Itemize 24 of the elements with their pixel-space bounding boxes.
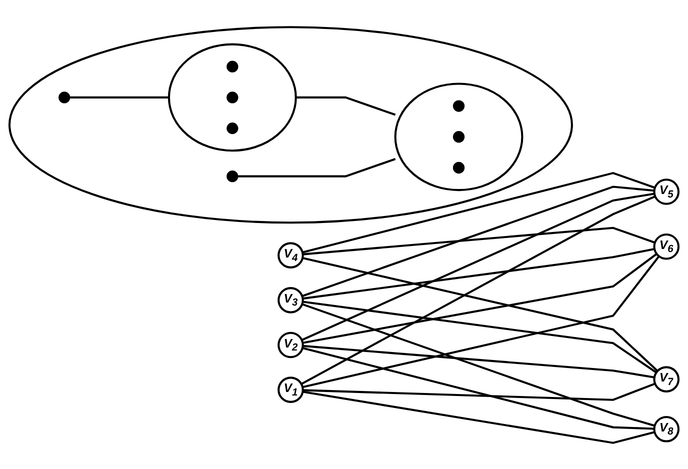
vertex-label: V$_{3}$ bbox=[284, 290, 298, 310]
edge-line bbox=[70, 96, 169, 98]
edge-line bbox=[302, 226, 656, 255]
edge-line bbox=[302, 344, 655, 378]
vertex-label: V$_{7}$ bbox=[659, 369, 674, 390]
vertex-label: V$_{5}$ bbox=[659, 182, 674, 202]
edge-line bbox=[302, 252, 658, 344]
edge-line bbox=[301, 192, 655, 340]
edge-line bbox=[302, 185, 654, 297]
edge-line bbox=[302, 302, 656, 426]
edge-line bbox=[302, 300, 657, 373]
vertex-label: V$_{8}$ bbox=[659, 419, 674, 439]
edge-line bbox=[296, 96, 396, 116]
vertex-label: V$_{6}$ bbox=[659, 236, 674, 256]
edge-line bbox=[302, 390, 655, 444]
edge-line bbox=[300, 195, 656, 384]
edge-line bbox=[302, 346, 654, 430]
vertex-label: V$_{4}$ bbox=[284, 245, 298, 266]
vertex-label: V$_{2}$ bbox=[284, 334, 298, 355]
edge-line bbox=[302, 247, 655, 300]
edge-line bbox=[302, 171, 656, 253]
edge-line bbox=[302, 382, 656, 400]
vertex-label: V$_{1}$ bbox=[284, 380, 298, 400]
edge-line bbox=[238, 158, 396, 177]
